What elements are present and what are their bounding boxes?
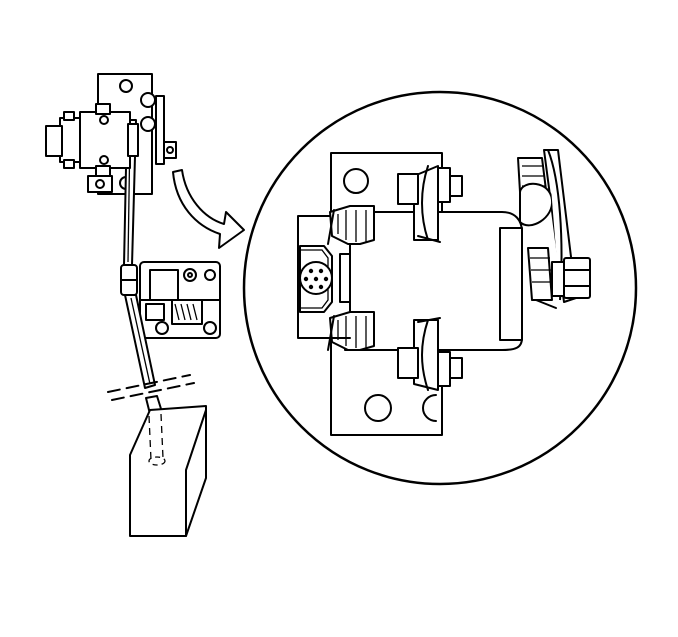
detail-pivot-spring-assembly	[517, 149, 591, 309]
pedal-foot-pad	[129, 405, 207, 537]
detail-connector-lock-tab-bottom	[327, 311, 375, 351]
lower-pivot-bracket	[139, 261, 221, 339]
detail-upper-fastener	[397, 165, 463, 243]
pedal-position-sensor-overview	[45, 92, 177, 193]
pedal-assembly-overview	[45, 73, 221, 537]
pedal-position-sensor-detail-view	[242, 90, 638, 486]
detail-connector-lock-tab-top	[327, 205, 375, 245]
detail-lower-fastener	[397, 317, 463, 391]
pedal-arm-break-lines	[107, 374, 195, 401]
callout-arrow-icon	[172, 169, 245, 249]
detail-sensor-housing	[344, 211, 523, 351]
